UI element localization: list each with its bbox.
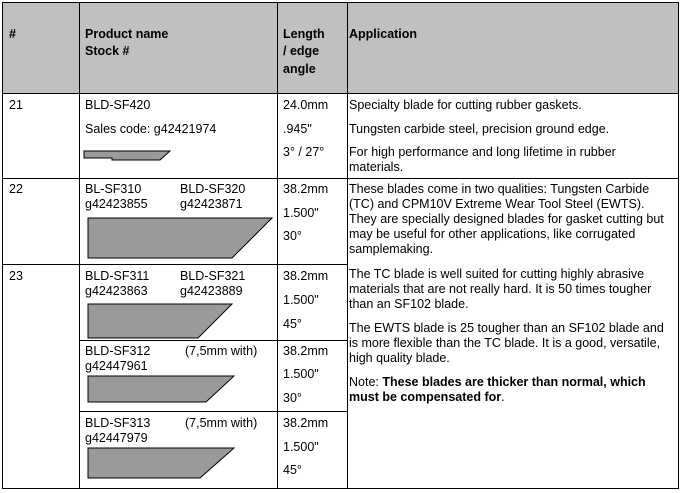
application-high-performance: For high performance and long lifetime i… [349,145,616,174]
row-divider-23 [79,340,347,341]
row-24-code-a: g42447961 [85,359,148,373]
row-22-code-a: g42423855 [85,197,148,211]
row-23-code-b: g42423889 [180,284,243,298]
row-22-product-a: BL-SF310 [85,182,142,196]
blade-sf420-illustration [83,150,172,161]
header-divider [2,93,679,94]
row-21-sales-code: Sales code: g42421974 [85,122,217,136]
table-border-left [2,2,3,489]
row-25-code-a: g42447979 [85,431,148,445]
row-23-length: 38.2mm [283,269,329,283]
header-edge: / edge [283,44,320,58]
application-note: Note: These blades are thicker than norm… [349,375,669,405]
blade-sf312-illustration [87,375,236,403]
header-length: Length [283,27,325,41]
row-22-angle: 30° [283,229,302,243]
row-21-number: 21 [9,98,23,112]
row-24-length: 38.2mm [283,344,329,358]
application-tc-blade: The TC blade is well suited for cutting … [349,267,652,311]
row-22-number: 22 [9,182,23,196]
blade-sf313-illustration [87,447,236,479]
table-border-right [678,2,679,489]
header-angle: angle [283,62,316,76]
table-border-bottom [2,488,679,489]
table-border-top [2,2,679,3]
header-background [2,2,679,93]
column-divider-3 [347,2,348,489]
header-product-name: Product name [85,27,169,41]
row-21-angle: 3° / 27° [283,145,325,159]
row-24-product-a: BLD-SF312 [85,344,151,358]
row-divider-24 [79,411,347,412]
row-22-length: 38.2mm [283,182,329,196]
application-two-qualities: These blades come in two qualities: Tung… [349,182,664,256]
row-25-note: (7,5mm with) [185,416,258,430]
header-stock-number: Stock # [85,44,130,58]
row-25-length: 38.2mm [283,416,329,430]
row-21-length: 24.0mm [283,98,329,112]
application-ewts-blade: The EWTS blade is 25 tougher than an SF1… [349,321,664,365]
note-prefix: Note: [349,375,383,389]
row-23-number: 23 [9,269,23,283]
row-21-product-name: BLD-SF420 [85,98,151,112]
application-tungsten-carbide: Tungsten carbide steel, precision ground… [349,122,610,136]
row-22-inch: 1.500" [283,206,319,220]
row-22-product-b: BLD-SF320 [180,182,246,196]
row-24-note: (7,5mm with) [185,344,258,358]
blade-sf311-illustration [87,303,234,339]
row-23-code-a: g42423863 [85,284,148,298]
row-22-code-b: g42423871 [180,197,243,211]
row-23-angle: 45° [283,317,302,331]
header-application: Application [349,27,418,41]
row-24-angle: 30° [283,391,302,405]
row-divider-22 [2,264,347,265]
application-rubber-gaskets: Specialty blade for cutting rubber gaske… [349,98,582,112]
blade-sf310-illustration [87,217,274,259]
row-25-product-a: BLD-SF313 [85,416,151,430]
row-23-product-a: BLD-SF311 [85,269,150,283]
note-thicker-blades: These blades are thicker than normal, wh… [349,375,646,404]
row-23-product-b: BLD-SF321 [180,269,246,283]
row-divider-21 [2,178,679,179]
row-21-inch: .945" [283,122,312,136]
row-23-inch: 1.500" [283,293,319,307]
row-25-angle: 45° [283,463,302,477]
column-divider-1 [79,2,80,489]
column-divider-2 [277,2,278,489]
row-24-inch: 1.500" [283,367,319,381]
row-25-inch: 1.500" [283,440,319,454]
header-number: # [9,27,16,41]
note-suffix: . [501,390,505,404]
